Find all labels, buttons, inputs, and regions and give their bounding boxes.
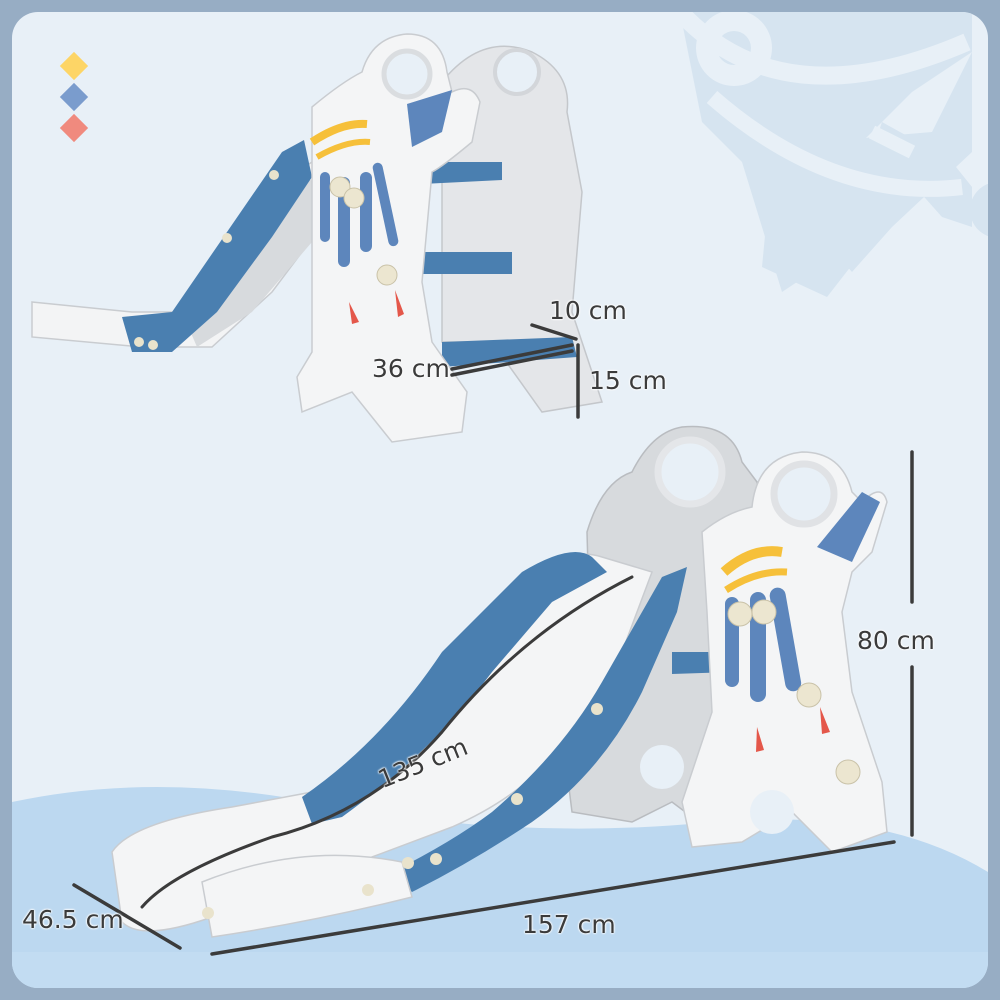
product-illustration — [31, 33, 914, 956]
label-step-depth: 10 cm — [549, 296, 627, 325]
label-depth: 46.5 cm — [22, 905, 124, 934]
dimension-lines — [72, 323, 914, 956]
label-step-width: 36 cm — [372, 354, 450, 383]
label-length: 157 cm — [522, 910, 616, 939]
label-height: 80 cm — [857, 626, 935, 655]
large-slide — [111, 425, 888, 938]
image-panel: 10 cm 36 cm 15 cm 135 cm 80 cm 46.5 cm 1… — [12, 12, 988, 988]
label-step-height: 15 cm — [589, 366, 667, 395]
small-slide — [31, 33, 603, 443]
rocket-watermark-icon — [673, 12, 988, 297]
